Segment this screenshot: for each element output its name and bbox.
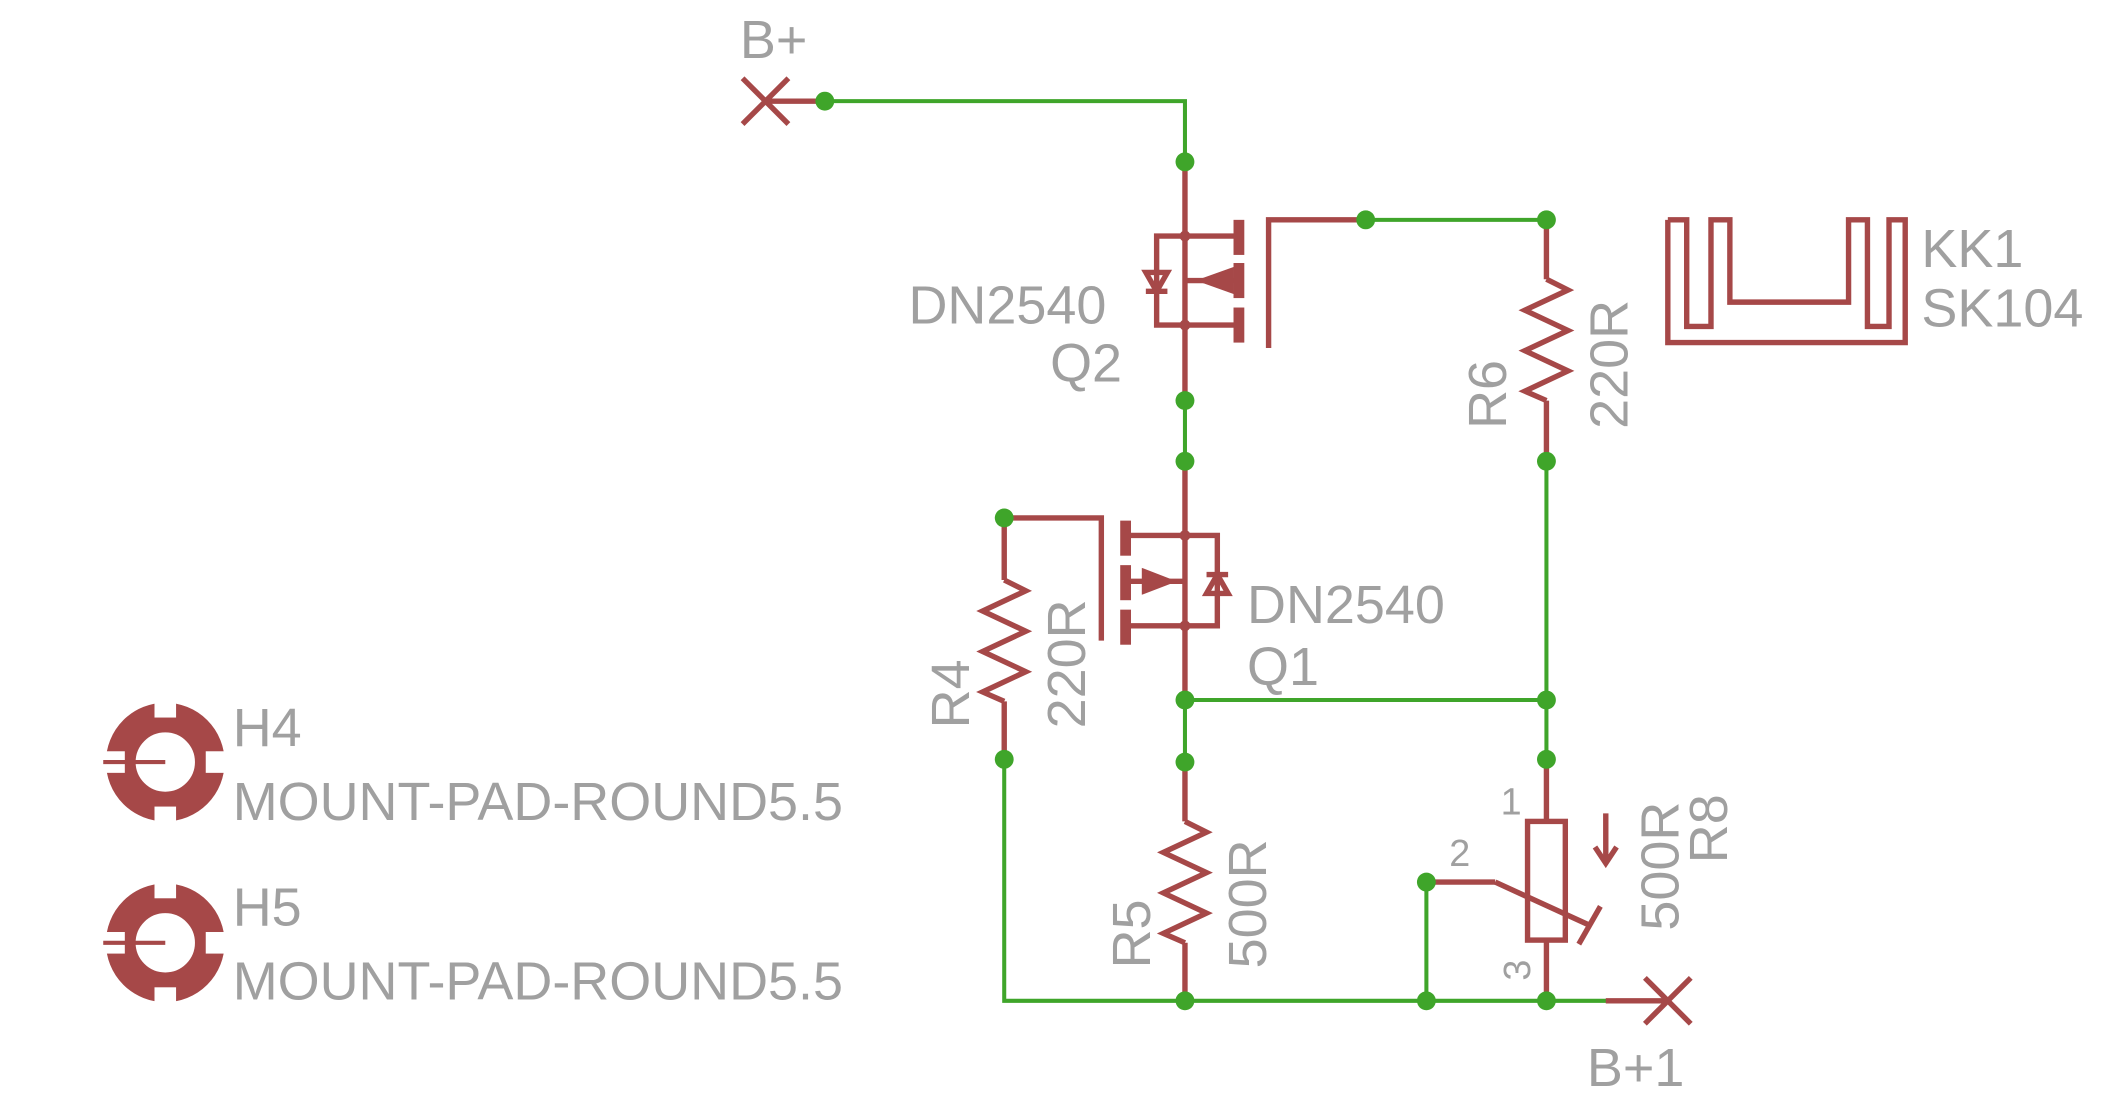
- r8-pin-2: 2: [1449, 833, 1470, 875]
- r4-value: 220R: [1037, 599, 1097, 728]
- resistor-r4: R4 220R: [921, 517, 1097, 760]
- q2-name: Q2: [1050, 334, 1122, 394]
- transistor-q2: DN2540 Q2: [908, 161, 1366, 401]
- b-plus-supply: B+: [740, 10, 825, 126]
- transistor-q1: DN2540 Q1: [1004, 461, 1445, 701]
- h4-value: MOUNT-PAD-ROUND5.5: [233, 772, 843, 832]
- wires: [822, 99, 1608, 1003]
- mount-pad-h5: H5 MOUNT-PAD-ROUND5.5: [103, 877, 843, 1011]
- h5-name: H5: [233, 877, 302, 937]
- junctions: [815, 91, 1556, 1011]
- r6-value: 220R: [1579, 300, 1639, 429]
- h4-name: H4: [233, 698, 302, 758]
- h5-value: MOUNT-PAD-ROUND5.5: [233, 951, 843, 1011]
- b-plus-1-supply: B+1: [1587, 975, 1693, 1098]
- r8-pin-1: 1: [1501, 782, 1522, 824]
- mount-pad-h4: H4 MOUNT-PAD-ROUND5.5: [103, 698, 843, 832]
- q1-value: DN2540: [1247, 575, 1445, 635]
- r8-pin-3: 3: [1497, 960, 1539, 981]
- potentiometer-r8: 1 2 3 500R R8: [1426, 759, 1739, 1001]
- b-plus-1-label: B+1: [1587, 1038, 1684, 1098]
- heatsink-kk1: KK1 SK104: [1665, 217, 2083, 346]
- r4-name: R4: [921, 659, 981, 728]
- q1-name: Q1: [1247, 637, 1319, 697]
- r8-name: R8: [1679, 794, 1739, 863]
- resistor-r5: R5 500R: [1102, 762, 1278, 1001]
- r8-value: 500R: [1631, 802, 1691, 931]
- r5-value: 500R: [1218, 839, 1278, 968]
- q2-value: DN2540: [908, 276, 1106, 336]
- kk1-value: SK104: [1921, 278, 2083, 338]
- kk1-name: KK1: [1921, 219, 2023, 279]
- r6-name: R6: [1458, 360, 1518, 429]
- b-plus-label: B+: [740, 10, 807, 70]
- resistor-r6: R6 220R: [1458, 219, 1639, 462]
- r5-name: R5: [1102, 899, 1162, 968]
